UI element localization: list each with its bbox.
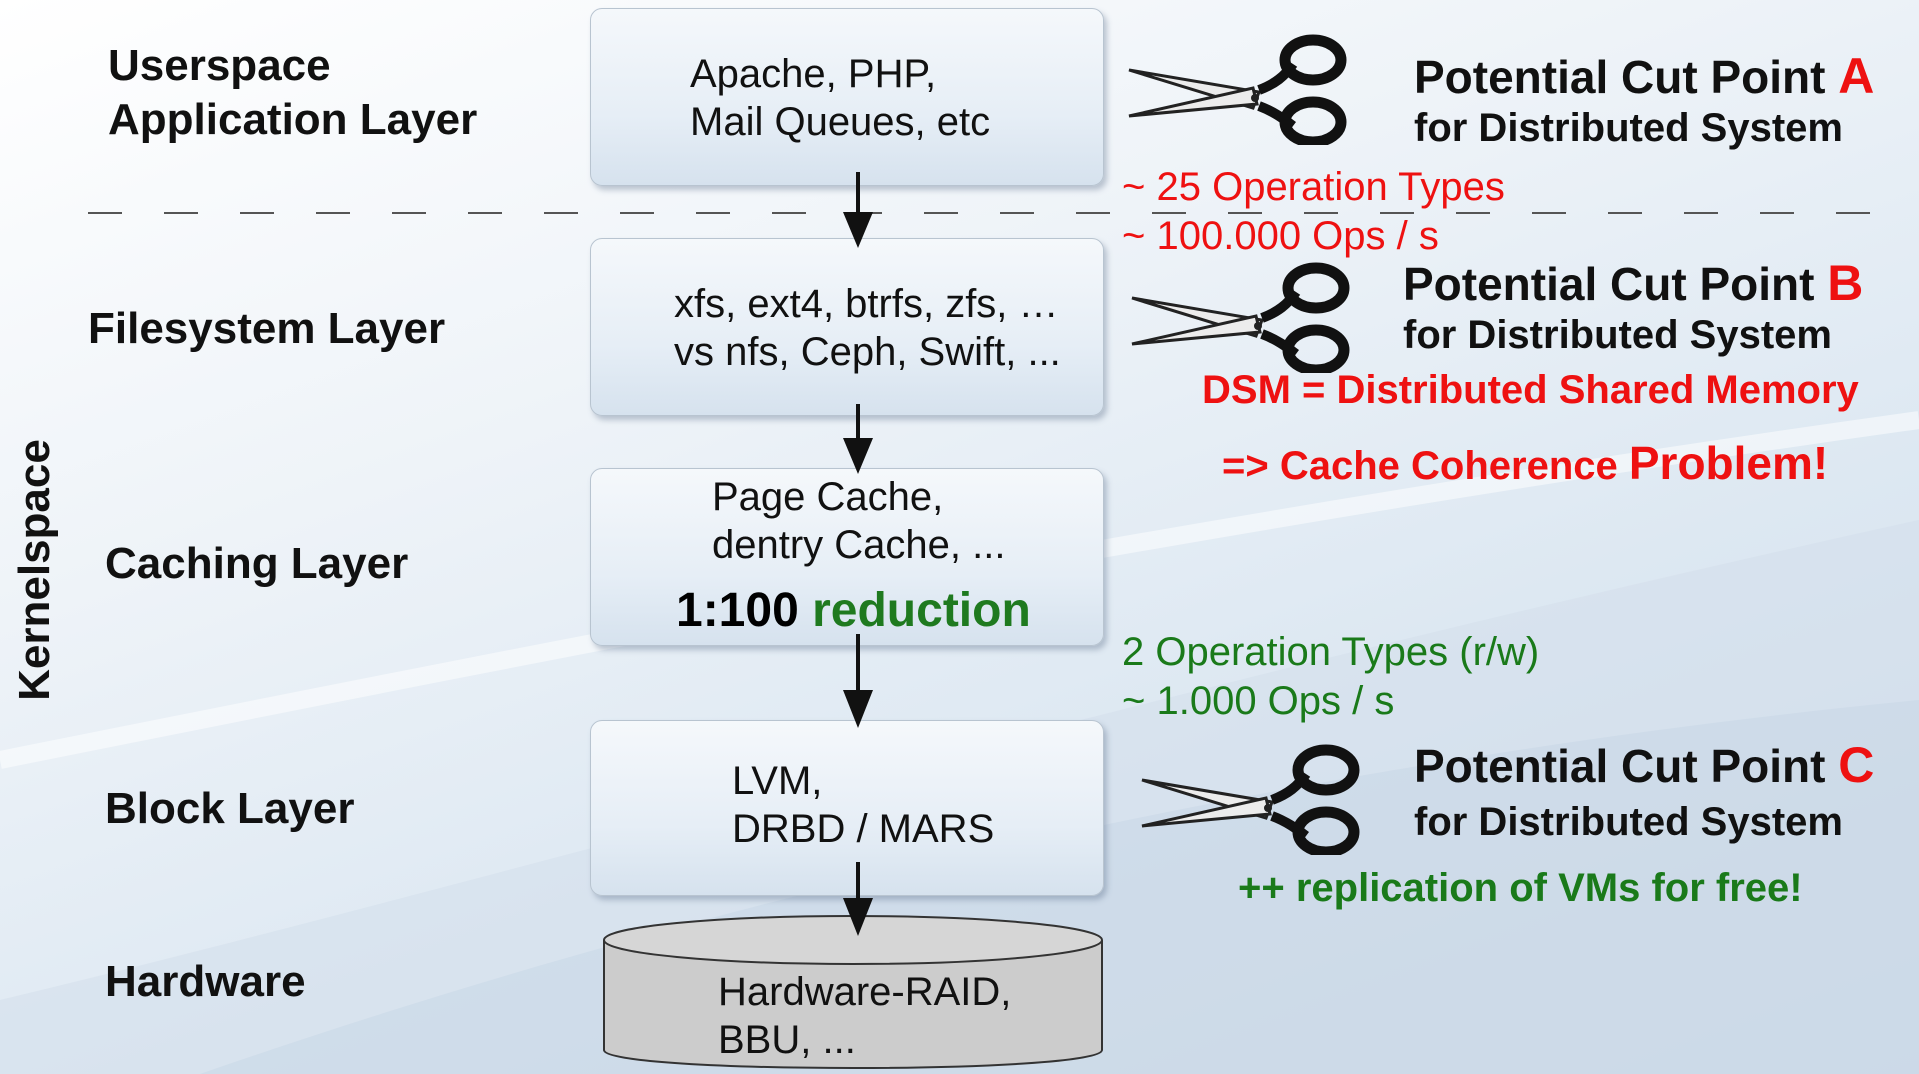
down-arrow-icon <box>843 404 873 474</box>
caching-box-line1: Page Cache, <box>712 475 944 519</box>
application-box-line1: Apache, PHP, <box>690 52 937 96</box>
block-box <box>590 720 1104 896</box>
cut-point-c-title: Potential Cut Point C <box>1414 739 1874 792</box>
scissors-icon <box>1141 744 1360 855</box>
replication-note: ++ replication of VMs for free! <box>1238 866 1803 910</box>
block-box-line2: DRBD / MARS <box>732 807 995 851</box>
cut-point-a-letter: A <box>1838 48 1875 104</box>
caching-box-text: Page Cache, dentry Cache, ... <box>712 473 1005 569</box>
userspace-kernelspace-divider <box>88 212 1888 214</box>
dsm-note: DSM = Distributed Shared Memory <box>1202 368 1859 412</box>
lower-ops-rate: ~ 1.000 Ops / s <box>1122 679 1395 723</box>
hardware-label: Hardware <box>105 957 306 1006</box>
cut-point-b-title: Potential Cut Point B <box>1403 257 1863 310</box>
scissors-icon <box>1128 34 1347 145</box>
down-arrow-icon <box>843 862 873 936</box>
hardware-box-text: Hardware-RAID, BBU, ... <box>718 968 1011 1064</box>
down-arrow-icon <box>843 172 873 248</box>
cache-coherence-note: => Cache Coherence Problem! <box>1222 436 1828 490</box>
cut-point-c-subtitle: for Distributed System <box>1414 800 1843 844</box>
cut-point-a-subtitle: for Distributed System <box>1414 106 1843 150</box>
lower-operation-types: 2 Operation Types (r/w) <box>1122 630 1540 674</box>
userspace-label: Userspace Application Layer <box>108 39 477 147</box>
upper-ops-rate: ~ 100.000 Ops / s <box>1122 214 1439 258</box>
cut-point-b-subtitle: for Distributed System <box>1403 313 1832 357</box>
cut-point-c-letter: C <box>1838 737 1875 793</box>
cut-point-c-label: Potential Cut Point <box>1414 740 1826 792</box>
reduction-word: reduction <box>812 584 1031 637</box>
reduction-line: 1:100 reduction <box>676 583 1031 638</box>
block-layer-label: Block Layer <box>105 784 355 833</box>
userspace-label-line2: Application Layer <box>108 95 478 144</box>
cut-point-b-letter: B <box>1827 255 1864 311</box>
scissors-icon <box>1131 262 1350 373</box>
kernelspace-label: Kernelspace <box>10 439 59 701</box>
block-box-text: LVM, DRBD / MARS <box>732 757 994 853</box>
cut-point-a-title: Potential Cut Point A <box>1414 50 1874 103</box>
filesystem-box-line2: vs nfs, Ceph, Swift, ... <box>674 330 1061 374</box>
hardware-disk-icon <box>603 915 1103 1069</box>
block-box-line1: LVM, <box>732 759 823 803</box>
filesystem-box-line1: xfs, ext4, btrfs, zfs, … <box>674 282 1059 326</box>
filesystem-box-text: xfs, ext4, btrfs, zfs, … vs nfs, Ceph, S… <box>674 280 1061 376</box>
userspace-label-line1: Userspace <box>108 41 331 90</box>
reduction-ratio: 1:100 <box>676 584 799 637</box>
hardware-box-line2: BBU, ... <box>718 1018 856 1062</box>
cache-coherence-problem: Problem! <box>1628 437 1829 489</box>
caching-box-line2: dentry Cache, ... <box>712 523 1006 567</box>
application-box <box>590 8 1104 186</box>
filesystem-layer-label: Filesystem Layer <box>88 304 446 353</box>
caching-layer-label: Caching Layer <box>105 539 409 588</box>
upper-operation-types: ~ 25 Operation Types <box>1122 165 1505 209</box>
cut-point-b-label: Potential Cut Point <box>1403 258 1815 310</box>
caching-box <box>590 468 1104 646</box>
application-box-text: Apache, PHP, Mail Queues, etc <box>690 50 990 146</box>
down-arrow-icon <box>843 634 873 728</box>
cache-coherence-prefix: => Cache Coherence <box>1222 444 1618 488</box>
hardware-box-line1: Hardware-RAID, <box>718 970 1012 1014</box>
cut-point-a-label: Potential Cut Point <box>1414 51 1826 103</box>
filesystem-box <box>590 238 1104 416</box>
application-box-line2: Mail Queues, etc <box>690 100 991 144</box>
